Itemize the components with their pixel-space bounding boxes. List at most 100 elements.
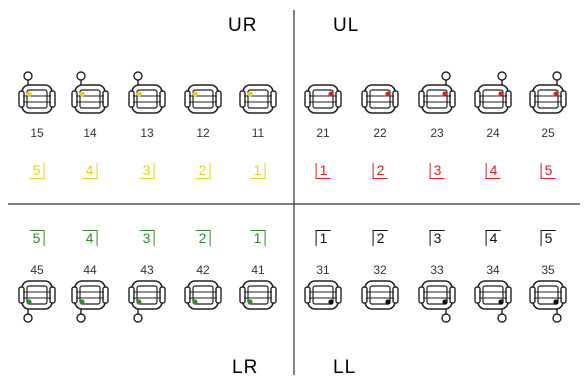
tooth-number-44: 44 [83, 263, 97, 277]
bracket-wing-right [505, 286, 512, 304]
bracket-hook-ball [441, 313, 451, 323]
bracket-pad [79, 285, 101, 305]
tooth-number-31: 31 [316, 263, 330, 277]
bracket-pad [369, 89, 391, 109]
bracket-wing-right [49, 286, 56, 304]
bracket-wing-right [215, 286, 222, 304]
bracket-wing-left [361, 90, 368, 108]
bracket-wing-left [128, 90, 135, 108]
tooth-number-34: 34 [486, 263, 500, 277]
palmer-notation-43: 3 [139, 230, 155, 246]
bracket-id-dot [79, 299, 85, 305]
bracket-hook-ball [497, 71, 507, 81]
bracket-wing-left [418, 90, 425, 108]
bracket-wing-right [49, 90, 56, 108]
quadrant-label-lr: LR [232, 357, 259, 378]
palmer-notation-42: 2 [195, 230, 211, 246]
bracket-pad [482, 285, 504, 305]
bracket-hook-ball [133, 313, 143, 323]
bracket-wing-left [71, 90, 78, 108]
bracket-id-dot [553, 299, 559, 305]
bracket-pad [247, 89, 269, 109]
bracket-wing-left [304, 90, 311, 108]
tooth-number-43: 43 [140, 263, 154, 277]
bracket-pad [26, 285, 48, 305]
bracket-wing-right [392, 90, 399, 108]
bracket-pad [192, 285, 214, 305]
quadrant-label-ur: UR [228, 15, 258, 36]
bracket-pad [192, 89, 214, 109]
bracket-pad [312, 285, 334, 305]
bracket-id-dot [328, 299, 334, 305]
palmer-notation-35: 5 [540, 230, 556, 246]
bracket-wing-left [18, 286, 25, 304]
palmer-notation-12: 2 [195, 163, 211, 179]
bracket-wing-right [159, 286, 166, 304]
bracket-icon-23 [418, 71, 456, 114]
bracket-pad [369, 285, 391, 305]
tooth-number-13: 13 [140, 126, 154, 140]
bracket-pad [537, 285, 559, 305]
bracket-id-dot [136, 299, 142, 305]
bracket-icon-15 [18, 71, 56, 114]
tooth-number-33: 33 [430, 263, 444, 277]
bracket-pad [426, 89, 448, 109]
bracket-id-dot [442, 91, 448, 97]
palmer-notation-14: 4 [82, 163, 98, 179]
palmer-notation-31: 1 [315, 230, 331, 246]
bracket-icon-11 [239, 84, 277, 114]
bracket-id-dot [247, 299, 253, 305]
bracket-hook-ball [23, 71, 33, 81]
palmer-notation-13: 3 [139, 163, 155, 179]
bracket-pad [247, 285, 269, 305]
palmer-notation-33: 3 [429, 230, 445, 246]
bracket-id-dot [328, 91, 334, 97]
bracket-wing-left [239, 90, 246, 108]
bracket-icon-22 [361, 84, 399, 114]
palmer-notation-34: 4 [485, 230, 501, 246]
palmer-notation-22: 2 [372, 163, 388, 179]
bracket-hook-ball [441, 71, 451, 81]
palmer-notation-24: 4 [485, 163, 501, 179]
tooth-number-15: 15 [30, 126, 44, 140]
bracket-wing-right [392, 286, 399, 304]
quadrant-label-ll: LL [333, 357, 357, 378]
bracket-wing-right [335, 90, 342, 108]
bracket-icon-41 [239, 280, 277, 310]
bracket-wing-right [335, 286, 342, 304]
bracket-icon-13 [128, 71, 166, 114]
palmer-notation-32: 2 [372, 230, 388, 246]
bracket-id-dot [553, 91, 559, 97]
palmer-notation-44: 4 [82, 230, 98, 246]
bracket-icon-34 [474, 280, 512, 323]
bracket-hook-ball [76, 71, 86, 81]
bracket-hook-ball [552, 71, 562, 81]
bracket-id-dot [136, 91, 142, 97]
tooth-number-14: 14 [83, 126, 97, 140]
tooth-number-35: 35 [541, 263, 555, 277]
palmer-notation-25: 5 [540, 163, 556, 179]
bracket-wing-left [474, 286, 481, 304]
bracket-hook-ball [76, 313, 86, 323]
bracket-wing-right [102, 286, 109, 304]
bracket-wing-left [361, 286, 368, 304]
bracket-wing-left [239, 286, 246, 304]
bracket-wing-right [159, 90, 166, 108]
bracket-id-dot [192, 91, 198, 97]
tooth-number-11: 11 [251, 126, 265, 140]
palmer-notation-41: 1 [250, 230, 266, 246]
palmer-notation-23: 3 [429, 163, 445, 179]
bracket-hook-ball [133, 71, 143, 81]
palmer-notation-15: 5 [29, 163, 45, 179]
bracket-icon-21 [304, 84, 342, 114]
bracket-group [18, 71, 567, 323]
bracket-wing-right [215, 90, 222, 108]
tooth-number-41: 41 [251, 263, 265, 277]
tooth-number-12: 12 [196, 126, 210, 140]
bracket-wing-right [505, 90, 512, 108]
bracket-id-dot [498, 299, 504, 305]
bracket-pad [312, 89, 334, 109]
tooth-number-21: 21 [316, 126, 330, 140]
bracket-icon-12 [184, 84, 222, 114]
bracket-icon-45 [18, 280, 56, 323]
